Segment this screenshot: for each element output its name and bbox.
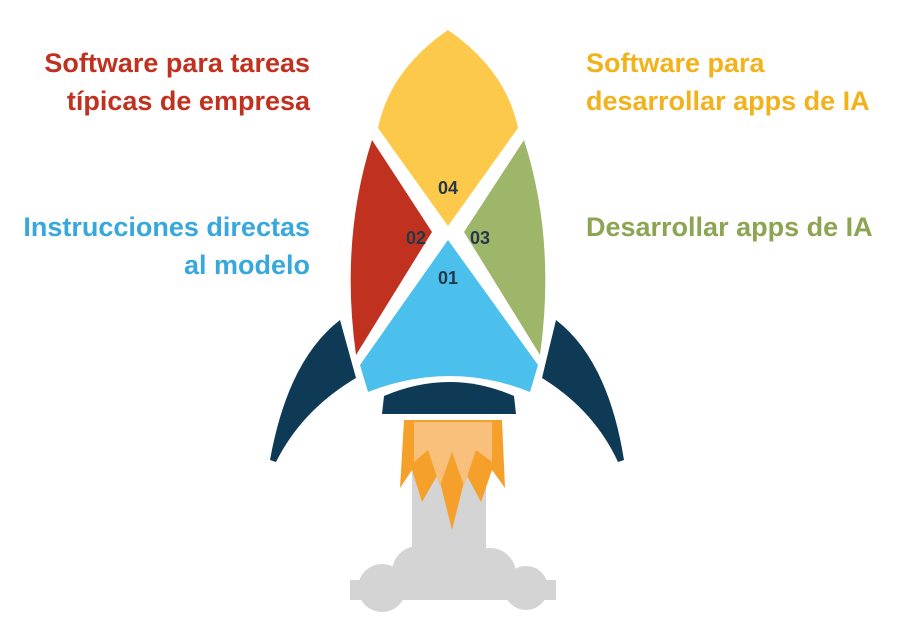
step-03-number: 03 <box>470 228 490 248</box>
step-01-number: 01 <box>438 268 458 288</box>
rocket-nozzle <box>382 382 516 414</box>
flame <box>400 420 505 530</box>
segment-03 <box>464 140 546 355</box>
right-fin <box>542 320 624 462</box>
segment-01 <box>360 240 538 392</box>
step-02-label: Software para tareas típicas de empresa <box>44 48 310 116</box>
segment-04 <box>378 30 518 226</box>
segment-02 <box>350 140 432 355</box>
step-02-number: 02 <box>406 228 426 248</box>
step-04-number: 04 <box>438 178 458 198</box>
left-fin <box>270 320 356 462</box>
step-04-label: Software para desarrollar apps de IA <box>586 48 870 116</box>
step-01-label: Instrucciones directas al modelo <box>23 212 310 280</box>
step-03-label: Desarrollar apps de IA <box>586 212 873 242</box>
